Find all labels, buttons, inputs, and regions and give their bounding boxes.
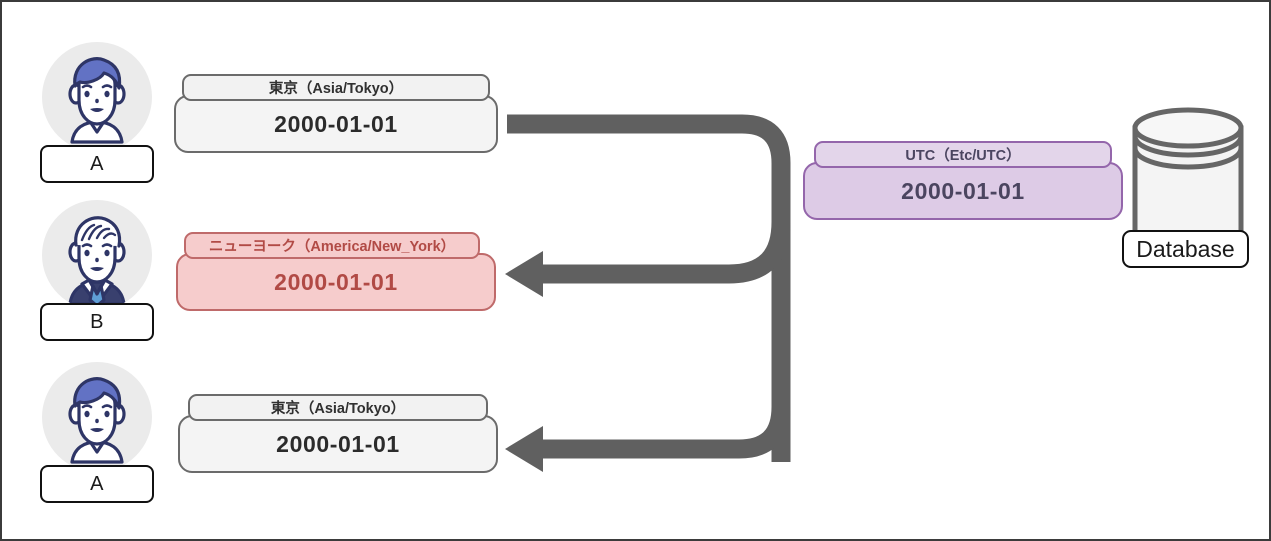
arrow-user-a-to-database-path: [507, 114, 791, 462]
database-label: Database: [1136, 235, 1235, 262]
arrowhead-user-b: [505, 251, 543, 297]
arrowhead-user-a2: [505, 426, 543, 472]
database-label-box: Database: [1122, 230, 1249, 268]
avatar-young-blue-hair-icon: [68, 57, 126, 144]
user-b-card-zone-label: ニューヨーク（America/New_York）: [184, 232, 480, 259]
avatar: [42, 362, 152, 472]
user-a-card-zone-label: 東京（Asia/Tokyo）: [182, 74, 490, 101]
user-a-name: A: [90, 152, 104, 175]
user-b-name-box: B: [40, 303, 154, 341]
server-utc-card-zone-label: UTC（Etc/UTC）: [814, 141, 1112, 168]
user-b-avatar-group: B: [40, 200, 154, 341]
user-a-avatar-group: A: [40, 42, 154, 183]
user-a2-name: A: [90, 472, 104, 495]
user-a2-card-value: 2000-01-01: [178, 415, 498, 473]
arrow-database-to-user-b-path: [532, 221, 791, 284]
avatar: [42, 200, 152, 310]
avatar-young-blue-hair-icon: [68, 377, 126, 464]
database-cylinder-icon: [1132, 107, 1244, 252]
user-a2-avatar-group: A: [40, 362, 154, 503]
server-utc-card-value: 2000-01-01: [803, 162, 1123, 220]
avatar-senior-suit-icon: [68, 216, 126, 308]
avatar: [42, 42, 152, 152]
arrow-database-to-user-a2-path: [532, 406, 791, 459]
user-b-card-value: 2000-01-01: [176, 253, 496, 311]
user-b-name: B: [90, 310, 104, 333]
user-a-name-box: A: [40, 145, 154, 183]
user-a2-card-zone-label: 東京（Asia/Tokyo）: [188, 394, 488, 421]
user-a-card-value: 2000-01-01: [174, 95, 498, 153]
user-a2-name-box: A: [40, 465, 154, 503]
